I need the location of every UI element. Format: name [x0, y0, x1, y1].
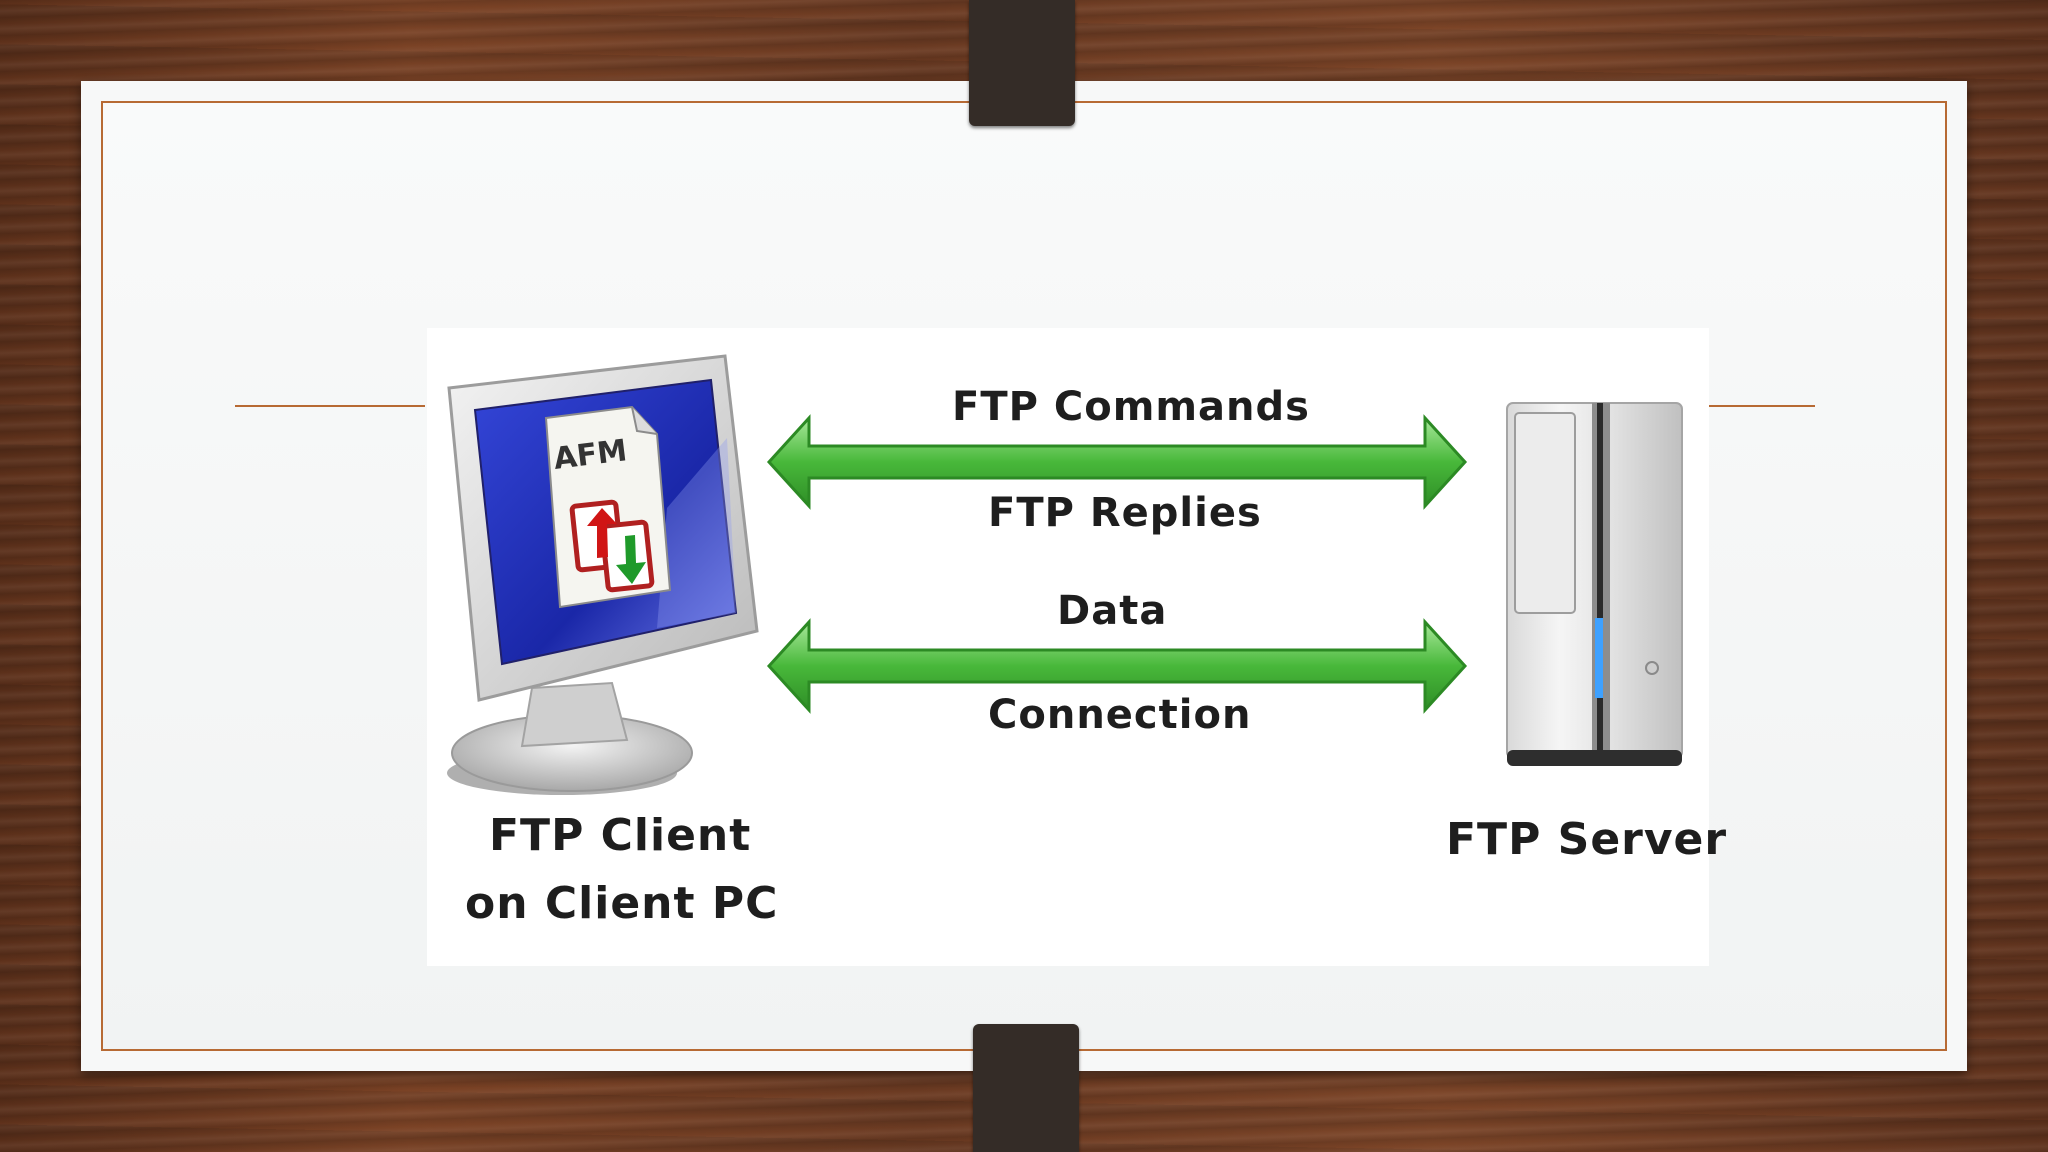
binder-clip-top: [969, 0, 1075, 126]
monitor-icon: AFM: [447, 354, 759, 795]
client-label-line2: on Client PC: [465, 878, 779, 929]
connection-label: Connection: [988, 692, 1252, 738]
command-arrow: [766, 414, 1468, 510]
ftp-commands-label: FTP Commands: [952, 384, 1310, 430]
data-arrow: [766, 618, 1468, 714]
server-label: FTP Server: [1446, 814, 1728, 865]
data-label: Data: [1057, 588, 1168, 634]
title-rule-right: [1709, 405, 1815, 407]
server-icon: [1506, 402, 1683, 766]
ftp-replies-label: FTP Replies: [988, 490, 1262, 536]
ftp-diagram: AFM FTP Client on Client PC FTP Com: [427, 328, 1726, 966]
binder-clip-bottom: [973, 1024, 1079, 1152]
client-label-line1: FTP Client: [489, 810, 752, 861]
title-rule-left: [235, 405, 425, 407]
